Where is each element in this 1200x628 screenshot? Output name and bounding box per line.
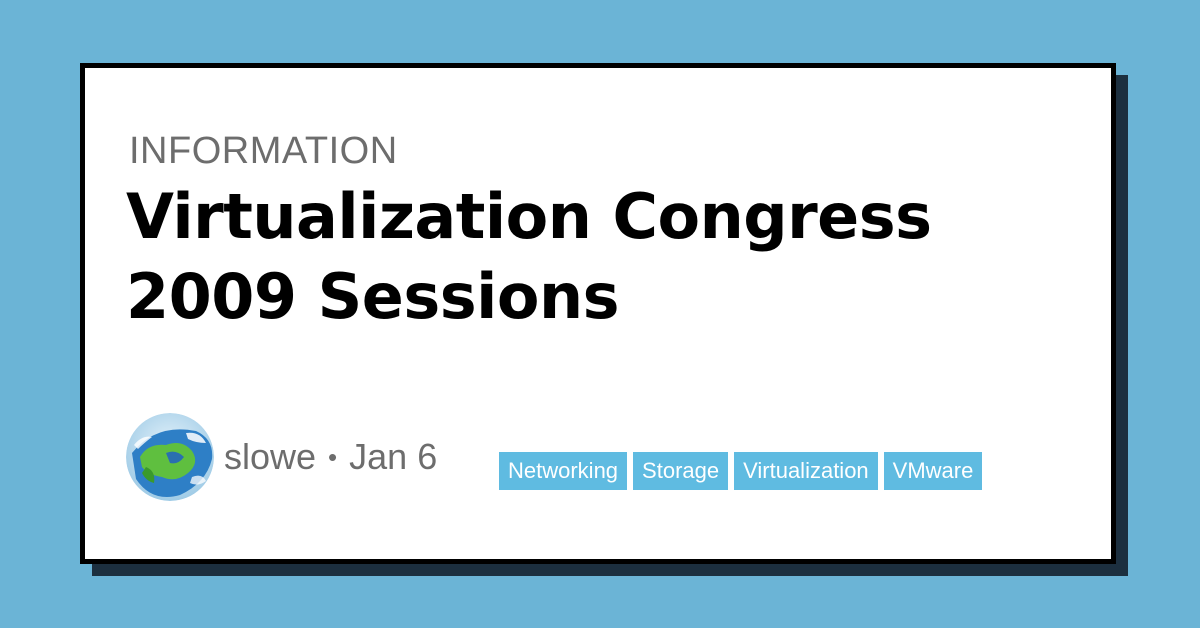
post-category: INFORMATION	[129, 130, 398, 172]
tag-virtualization[interactable]: Virtualization	[734, 452, 878, 490]
post-card-body: INFORMATION Virtualization Congress 2009…	[85, 68, 1111, 559]
tag-list: Networking Storage Virtualization VMware	[499, 452, 988, 490]
author-avatar[interactable]	[126, 413, 214, 501]
tag-vmware[interactable]: VMware	[883, 452, 983, 490]
post-date: Jan 6	[349, 436, 438, 477]
post-title[interactable]: Virtualization Congress 2009 Sessions	[126, 180, 932, 333]
tag-storage[interactable]: Storage	[633, 452, 729, 490]
earth-globe-avatar-icon	[126, 413, 214, 501]
post-card[interactable]: INFORMATION Virtualization Congress 2009…	[80, 63, 1116, 564]
tag-networking[interactable]: Networking	[499, 452, 628, 490]
post-meta: slowe • Jan 6	[126, 412, 437, 502]
author-name[interactable]: slowe	[224, 436, 317, 477]
meta-separator: •	[328, 441, 338, 472]
